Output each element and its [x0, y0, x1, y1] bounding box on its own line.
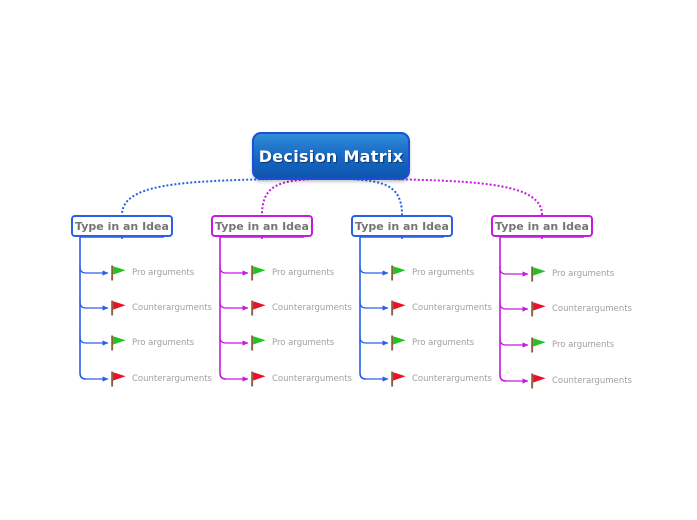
leaf-connector [79, 335, 109, 346]
leaf-item[interactable]: Pro arguments [390, 264, 474, 282]
leaf-item[interactable]: Pro arguments [110, 334, 194, 352]
idea-node-2[interactable]: Type in an Idea [211, 215, 313, 237]
green-flag-icon [531, 266, 546, 282]
leaf-item-label: Counterarguments [412, 374, 492, 384]
red-flag-icon [251, 371, 266, 387]
root-node-label: Decision Matrix [258, 146, 404, 166]
green-flag-icon [111, 335, 126, 351]
root-connector-branch-4 [385, 178, 543, 216]
idea-node-label: Type in an Idea [75, 219, 169, 233]
green-flag-icon [251, 335, 266, 351]
leaf-item[interactable]: Pro arguments [250, 264, 334, 282]
leaf-connector [499, 337, 529, 348]
leaf-connector [219, 265, 249, 276]
leaf-item[interactable]: Pro arguments [250, 334, 334, 352]
leaf-item-label: Pro arguments [412, 338, 475, 348]
red-flag-icon [251, 300, 266, 316]
leaf-item[interactable]: Counterarguments [110, 299, 212, 317]
green-flag-icon [391, 265, 406, 281]
leaf-connector [219, 300, 249, 311]
leaf-connector [359, 335, 389, 346]
leaf-connector [499, 301, 529, 312]
root-connector-branch-3 [349, 178, 403, 216]
green-flag-icon [251, 265, 266, 281]
leaf-item[interactable]: Counterarguments [390, 370, 492, 388]
idea-node-label: Type in an Idea [215, 219, 309, 233]
red-flag-icon [391, 371, 406, 387]
leaf-item-label: Counterarguments [132, 374, 212, 384]
red-flag-icon [391, 300, 406, 316]
idea-node-3[interactable]: Type in an Idea [351, 215, 453, 237]
leaf-item-label: Pro arguments [412, 268, 475, 278]
red-flag-icon [531, 301, 546, 317]
leaf-item-label: Counterarguments [552, 304, 632, 314]
idea-node-label: Type in an Idea [495, 219, 589, 233]
root-connector-branch-1 [121, 178, 277, 216]
idea-node-4[interactable]: Type in an Idea [491, 215, 593, 237]
leaf-item-label: Pro arguments [132, 268, 195, 278]
leaf-item-label: Counterarguments [272, 303, 352, 313]
leaf-item[interactable]: Pro arguments [530, 265, 614, 283]
leaf-connector [359, 300, 389, 311]
leaf-connector [219, 335, 249, 346]
leaf-item[interactable]: Pro arguments [390, 334, 474, 352]
leaf-item-label: Pro arguments [272, 338, 335, 348]
leaf-item[interactable]: Counterarguments [530, 300, 632, 318]
leaf-item-label: Pro arguments [552, 340, 615, 350]
leaf-item[interactable]: Pro arguments [110, 264, 194, 282]
leaf-item[interactable]: Counterarguments [250, 370, 352, 388]
leaf-item[interactable]: Counterarguments [250, 299, 352, 317]
leaf-item-label: Counterarguments [132, 303, 212, 313]
leaf-item[interactable]: Pro arguments [530, 336, 614, 354]
leaf-item-label: Pro arguments [552, 269, 615, 279]
leaf-item[interactable]: Counterarguments [110, 370, 212, 388]
leaf-item-label: Pro arguments [132, 338, 195, 348]
green-flag-icon [111, 265, 126, 281]
leaf-item[interactable]: Counterarguments [530, 372, 632, 390]
leaf-item-label: Counterarguments [412, 303, 492, 313]
leaf-item-label: Counterarguments [272, 374, 352, 384]
red-flag-icon [531, 373, 546, 389]
idea-node-1[interactable]: Type in an Idea [71, 215, 173, 237]
leaf-item-label: Pro arguments [272, 268, 335, 278]
idea-node-label: Type in an Idea [355, 219, 449, 233]
red-flag-icon [111, 300, 126, 316]
leaf-item[interactable]: Counterarguments [390, 299, 492, 317]
leaf-connector [499, 266, 529, 277]
leaf-connector [359, 265, 389, 276]
red-flag-icon [111, 371, 126, 387]
root-connector-branch-2 [261, 178, 313, 216]
leaf-item-label: Counterarguments [552, 376, 632, 386]
green-flag-icon [391, 335, 406, 351]
leaf-connector [79, 300, 109, 311]
green-flag-icon [531, 337, 546, 353]
root-node[interactable]: Decision Matrix [252, 132, 410, 180]
leaf-connector [79, 265, 109, 276]
